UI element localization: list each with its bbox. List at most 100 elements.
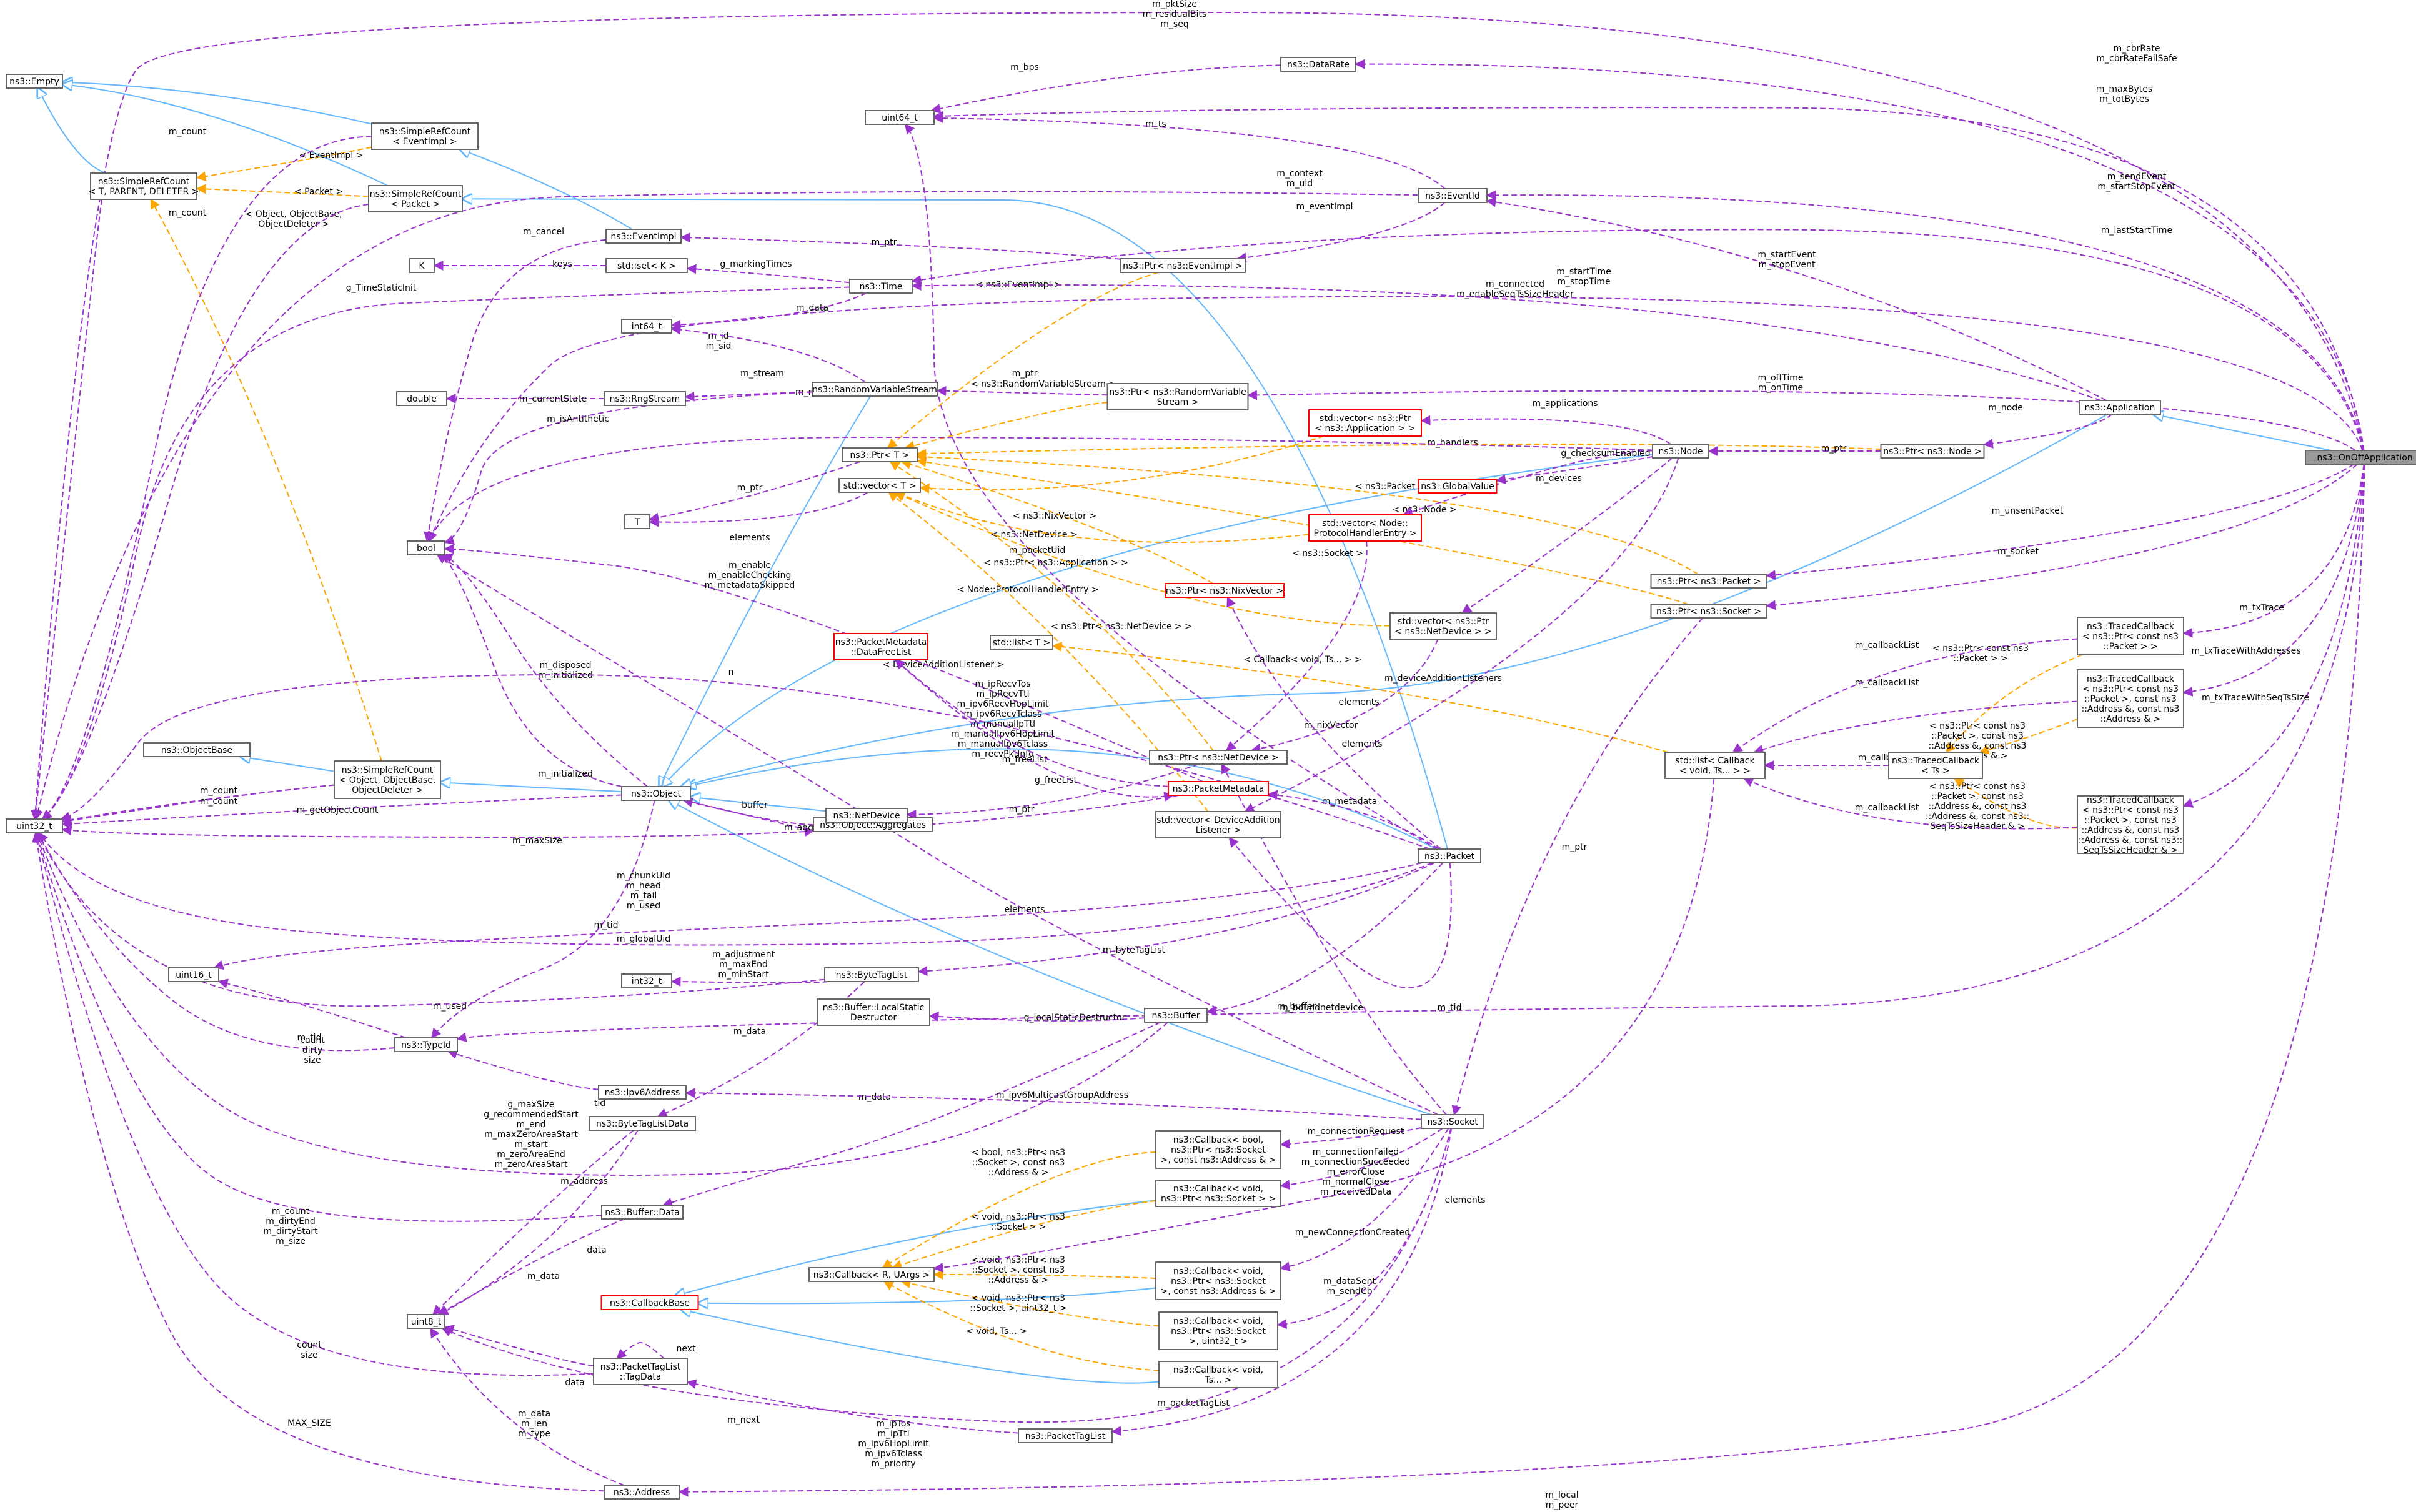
node-box xyxy=(1158,1361,1278,1388)
node-srcEventImpl[interactable]: ns3::SimpleRefCount< EventImpl > xyxy=(371,122,479,150)
node-ptrEventImpl[interactable]: ns3::Ptr< ns3::EventImpl > xyxy=(1120,258,1246,273)
association-edge: m_nixVector xyxy=(1226,596,1442,850)
node-ptrPacket[interactable]: ns3::Ptr< ns3::Packet > xyxy=(1650,574,1767,589)
node-buffer[interactable]: ns3::Buffer xyxy=(1144,1008,1208,1023)
node-cbBool[interactable]: ns3::Callback< bool,ns3::Ptr< ns3::Socke… xyxy=(1155,1130,1281,1169)
node-srcPacket[interactable]: ns3::SimpleRefCount< Packet > xyxy=(368,185,463,212)
edge-line xyxy=(1280,1127,1422,1149)
node-application[interactable]: ns3::Application xyxy=(2079,400,2161,415)
node-srcParent[interactable]: ns3::SimpleRefCount< T, PARENT, DELETER … xyxy=(89,172,199,200)
node-vecPHE[interactable]: std::vector< Node::ProtocolHandlerEntry … xyxy=(1308,514,1422,542)
edge-label: m_manualIpTtl xyxy=(970,719,1035,729)
node-callbackBase[interactable]: ns3::CallbackBase xyxy=(600,1295,699,1310)
node-packetTagList[interactable]: ns3::PacketTagList xyxy=(1018,1428,1113,1443)
edge-label: < ns3::NixVector > xyxy=(1013,511,1096,521)
node-cbRU[interactable]: ns3::Callback< R, UArgs > xyxy=(808,1267,935,1282)
node-setK[interactable]: std::set< K > xyxy=(605,258,688,273)
node-T[interactable]: T xyxy=(624,514,650,529)
node-object[interactable]: ns3::Object xyxy=(621,786,691,801)
node-vecDAL[interactable]: std::vector< DeviceAdditionListener > xyxy=(1155,811,1281,838)
node-packet[interactable]: ns3::Packet xyxy=(1418,848,1481,863)
edge-label: m_pktSize xyxy=(1152,0,1197,9)
node-label: ns3::TracedCallback xyxy=(2087,622,2175,632)
node-ptrSocket[interactable]: ns3::Ptr< ns3::Socket > xyxy=(1650,604,1767,619)
node-box xyxy=(1018,1428,1113,1443)
edge-line xyxy=(933,113,1446,189)
node-label: ns3::Packet xyxy=(1424,852,1475,862)
node-socket[interactable]: ns3::Socket xyxy=(1421,1114,1484,1129)
node-rngStream[interactable]: ns3::RngStream xyxy=(604,391,686,406)
node-cbVoidU32[interactable]: ns3::Callback< void,ns3::Ptr< ns3::Socke… xyxy=(1158,1311,1278,1350)
node-btlData[interactable]: ns3::ByteTagListData xyxy=(589,1116,696,1131)
node-netDevice[interactable]: ns3::NetDevice xyxy=(825,808,908,823)
node-onoff[interactable]: ns3::OnOffApplication xyxy=(2305,450,2416,465)
node-double[interactable]: double xyxy=(396,391,447,406)
node-box xyxy=(334,760,441,799)
node-listCallback[interactable]: std::list< Callback< void, Ts... > > xyxy=(1664,752,1766,779)
node-label: ns3::TypeId xyxy=(401,1040,451,1050)
node-int64[interactable]: int64_t xyxy=(621,319,672,334)
edge-label: m_count xyxy=(200,797,238,807)
edge-line xyxy=(2154,414,2332,451)
node-ptrRvs[interactable]: ns3::Ptr< ns3::RandomVariableStream > xyxy=(1106,383,1249,410)
node-srcObject[interactable]: ns3::SimpleRefCount< Object, ObjectBase,… xyxy=(334,760,441,799)
node-vecPtrApp[interactable]: std::vector< ns3::Ptr< ns3::Application … xyxy=(1308,409,1422,437)
node-eventImpl[interactable]: ns3::EventImpl xyxy=(605,229,682,244)
node-int32[interactable]: int32_t xyxy=(621,973,672,988)
edge-line xyxy=(1765,464,2355,580)
node-box xyxy=(604,1485,680,1500)
node-tcbSeqTs[interactable]: ns3::TracedCallback< ns3::Ptr< const ns3… xyxy=(2077,795,2184,855)
node-label: ::Packet >, const ns3 xyxy=(2084,815,2177,825)
node-eventId[interactable]: ns3::EventId xyxy=(1418,188,1488,203)
association-edge: m_data xyxy=(437,1218,625,1315)
node-label: ns3::CallbackBase xyxy=(610,1298,690,1308)
node-box xyxy=(1650,574,1767,589)
node-uint32[interactable]: uint32_t xyxy=(6,818,63,833)
node-address[interactable]: ns3::Address xyxy=(604,1485,680,1500)
association-edge: m_stream xyxy=(670,324,866,383)
node-bufData[interactable]: ns3::Buffer::Data xyxy=(601,1205,684,1220)
node-rvs[interactable]: ns3::RandomVariableStream xyxy=(812,382,938,397)
node-ptlTagData[interactable]: ns3::PacketTagList::TagData xyxy=(593,1358,688,1385)
node-vecT[interactable]: std::vector< T > xyxy=(838,478,921,493)
node-time[interactable]: ns3::Time xyxy=(849,279,913,294)
inheritance-edge xyxy=(669,800,1432,1115)
node-dataRate[interactable]: ns3::DataRate xyxy=(1280,57,1356,72)
node-ptrNode[interactable]: ns3::Ptr< ns3::Node > xyxy=(1880,444,1985,459)
node-objectBase[interactable]: ns3::ObjectBase xyxy=(143,742,251,757)
node-cbVoidTs[interactable]: ns3::Callback< void,Ts... > xyxy=(1158,1361,1278,1388)
edge-label: m_totBytes xyxy=(2099,94,2149,104)
node-uint64[interactable]: uint64_t xyxy=(865,110,935,125)
node-ptrNetDevice[interactable]: ns3::Ptr< ns3::NetDevice > xyxy=(1149,750,1288,765)
node-empty[interactable]: ns3::Empty xyxy=(6,74,63,89)
node-uint8[interactable]: uint8_t xyxy=(407,1314,445,1329)
node-ptrT[interactable]: ns3::Ptr< T > xyxy=(842,447,918,462)
node-K[interactable]: K xyxy=(409,258,435,273)
edge-line xyxy=(900,459,1213,584)
node-uint16[interactable]: uint16_t xyxy=(168,967,219,982)
node-label: ns3::Ptr< ns3::Socket xyxy=(1171,1326,1266,1336)
node-label: ::Address &, const ns3:: xyxy=(2079,835,2182,845)
node-ptrNixVector[interactable]: ns3::Ptr< ns3::NixVector > xyxy=(1165,583,1285,598)
node-typeId[interactable]: ns3::TypeId xyxy=(394,1037,458,1052)
node-tcbPacket[interactable]: ns3::TracedCallback< ns3::Ptr< const ns3… xyxy=(2077,617,2184,655)
node-node[interactable]: ns3::Node xyxy=(1652,444,1709,459)
node-vecPtrNetDev[interactable]: std::vector< ns3::Ptr< ns3::NetDevice > … xyxy=(1389,612,1497,640)
node-cbVoidSock[interactable]: ns3::Callback< void,ns3::Ptr< ns3::Socke… xyxy=(1155,1180,1281,1207)
node-globalValue[interactable]: ns3::GlobalValue xyxy=(1418,479,1498,494)
node-packetMetadata[interactable]: ns3::PacketMetadata xyxy=(1168,781,1269,796)
node-bool[interactable]: bool xyxy=(407,540,445,555)
node-pmDataFree[interactable]: ns3::PacketMetadata::DataFreeList xyxy=(833,633,928,660)
node-cbVoidAddr[interactable]: ns3::Callback< void,ns3::Ptr< ns3::Socke… xyxy=(1155,1261,1281,1300)
node-tcbTs[interactable]: ns3::TracedCallback< Ts > xyxy=(1888,752,1983,779)
node-ipv6Address[interactable]: ns3::Ipv6Address xyxy=(598,1085,687,1100)
node-tcbAddr[interactable]: ns3::TracedCallback< ns3::Ptr< const ns3… xyxy=(2077,669,2184,728)
node-byteTagList[interactable]: ns3::ByteTagList xyxy=(824,967,919,982)
edge-line xyxy=(895,491,1310,543)
edge-label: m_deviceAdditionListeners xyxy=(1384,674,1502,684)
node-listT[interactable]: std::list< T > xyxy=(990,635,1053,650)
edge-label: count xyxy=(297,1340,322,1350)
edge-label: m_size xyxy=(276,1236,306,1246)
